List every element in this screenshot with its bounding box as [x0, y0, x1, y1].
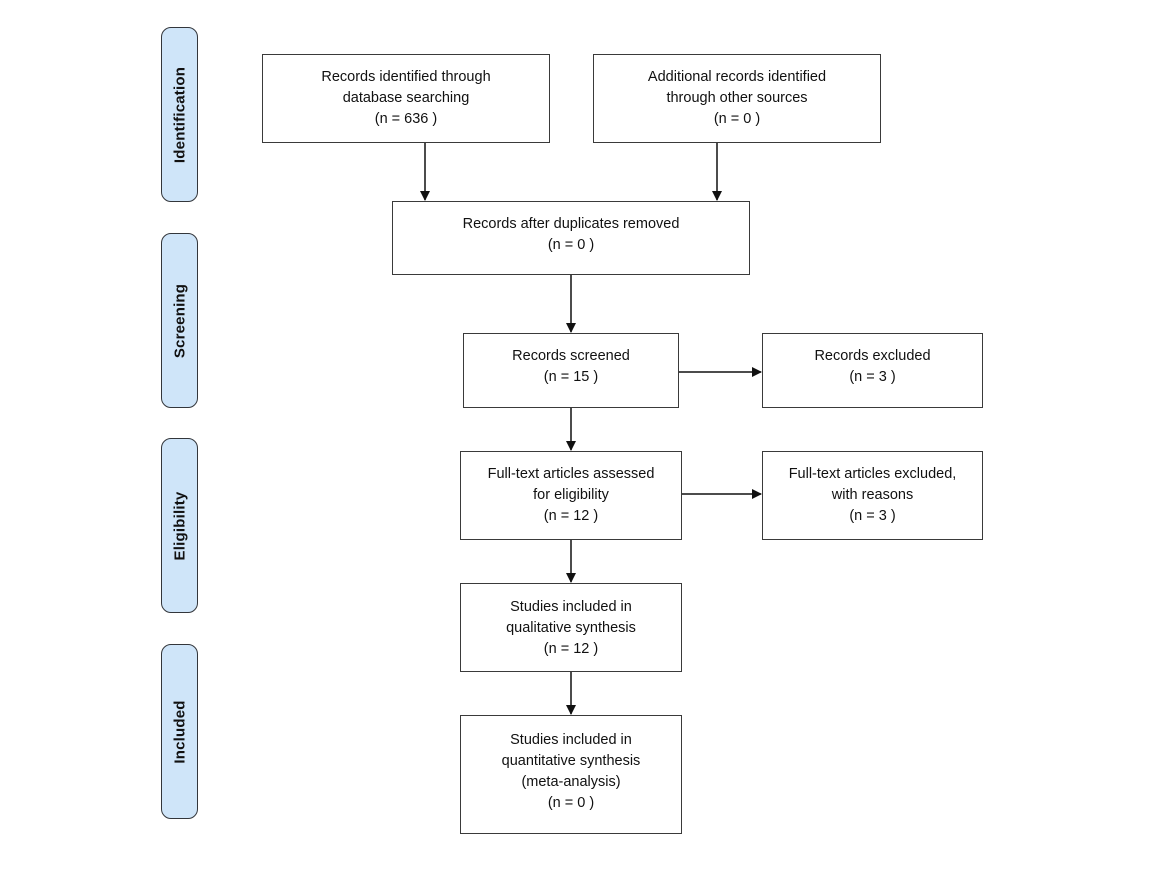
box-qualitative-synthesis: Studies included in qualitative synthesi…	[460, 583, 682, 672]
box-records-excluded: Records excluded (n = 3 )	[762, 333, 983, 408]
box-other-records: Additional records identified through ot…	[593, 54, 881, 143]
box-text: database searching	[342, 90, 470, 106]
box-text: Additional records identified	[647, 69, 827, 85]
phase-identification: Identification	[161, 27, 198, 202]
box-text: Records identified through	[321, 69, 491, 85]
box-fulltext-assessed: Full-text articles assessed for eligibil…	[460, 451, 682, 540]
box-count: (n = 15 )	[543, 369, 599, 385]
box-after-duplicates: Records after duplicates removed (n = 0 …	[392, 201, 750, 275]
box-database-records: Records identified through database sear…	[262, 54, 550, 143]
box-count: (n = 0 )	[713, 111, 761, 127]
box-records-screened: Records screened (n = 15 )	[463, 333, 679, 408]
box-text: (meta-analysis)	[521, 774, 621, 790]
box-text: with reasons	[831, 487, 914, 503]
box-count: (n = 0 )	[547, 795, 595, 811]
box-text: Full-text articles assessed	[487, 466, 655, 482]
box-count: (n = 12 )	[543, 641, 599, 657]
box-count: (n = 3 )	[849, 508, 896, 524]
box-text: through other sources	[666, 90, 808, 106]
box-text: qualitative synthesis	[506, 620, 636, 636]
box-text: Studies included in	[510, 732, 632, 748]
box-count: (n = 0 )	[547, 237, 595, 253]
phase-eligibility: Eligibility	[161, 438, 198, 613]
box-count: (n = 12 )	[543, 508, 599, 524]
box-count: (n = 636 )	[374, 111, 438, 127]
box-text: Full-text articles excluded,	[788, 466, 957, 482]
box-text: Records excluded	[814, 348, 931, 364]
box-text: Studies included in	[510, 599, 632, 615]
phase-screening: Screening	[161, 233, 198, 408]
phase-included: Included	[161, 644, 198, 819]
box-text: quantitative synthesis	[501, 753, 641, 769]
box-quantitative-synthesis: Studies included in quantitative synthes…	[460, 715, 682, 834]
box-text: for eligibility	[533, 487, 609, 503]
box-fulltext-excluded: Full-text articles excluded, with reason…	[762, 451, 983, 540]
box-text: Records screened	[512, 348, 630, 364]
box-text: Records after duplicates removed	[462, 216, 680, 232]
box-count: (n = 3 )	[849, 369, 896, 385]
